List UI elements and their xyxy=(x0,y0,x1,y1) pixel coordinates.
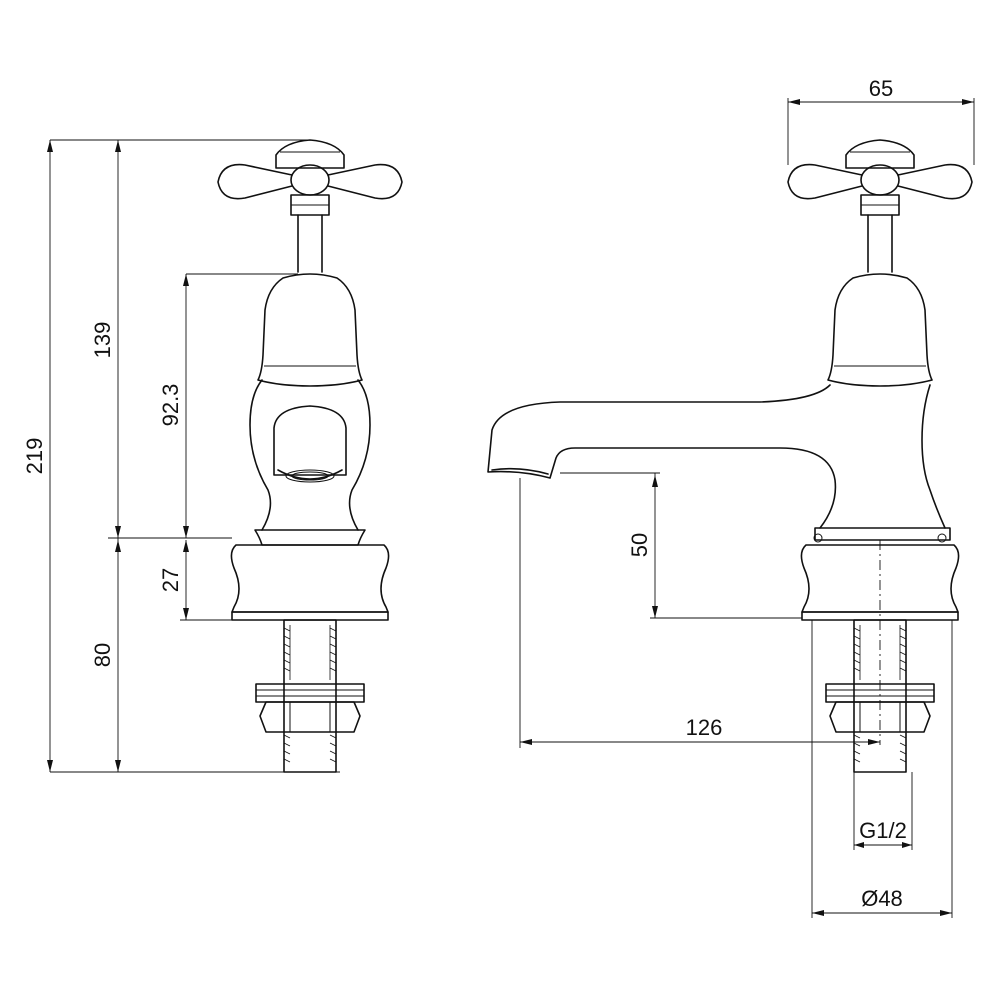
label-body-height: 92.3 xyxy=(158,384,183,427)
side-collar xyxy=(814,527,951,541)
front-washer xyxy=(255,683,365,703)
label-handle-width: 65 xyxy=(869,76,893,101)
front-spout-outlet xyxy=(273,405,347,476)
label-spout-clearance: 50 xyxy=(627,533,652,557)
label-shank-length: 80 xyxy=(90,643,115,667)
label-base-diameter: Ø48 xyxy=(861,886,903,911)
front-bell-body xyxy=(257,273,363,387)
label-thread-size: G1/2 xyxy=(859,818,907,843)
dimension-lines xyxy=(47,98,975,918)
side-bell-body xyxy=(827,273,933,387)
front-waist-body xyxy=(249,379,371,531)
front-base xyxy=(230,544,390,613)
side-spout xyxy=(487,384,837,529)
front-cross-handle xyxy=(217,139,403,216)
label-overall-height: 219 xyxy=(22,438,47,475)
front-collar xyxy=(254,529,366,546)
label-base-height: 27 xyxy=(158,568,183,592)
side-backnut xyxy=(829,701,931,733)
label-upper-height: 139 xyxy=(90,322,115,359)
label-spout-projection: 126 xyxy=(686,715,723,740)
side-stem xyxy=(867,214,893,273)
front-stem xyxy=(297,214,323,273)
side-view xyxy=(487,139,973,773)
front-view xyxy=(217,139,403,773)
dimension-labels: 219 139 92.3 27 80 65 50 126 G1/2 Ø48 xyxy=(22,76,907,911)
front-backnut xyxy=(259,701,361,733)
front-threaded-shank xyxy=(283,619,337,773)
side-cross-handle xyxy=(787,139,973,216)
